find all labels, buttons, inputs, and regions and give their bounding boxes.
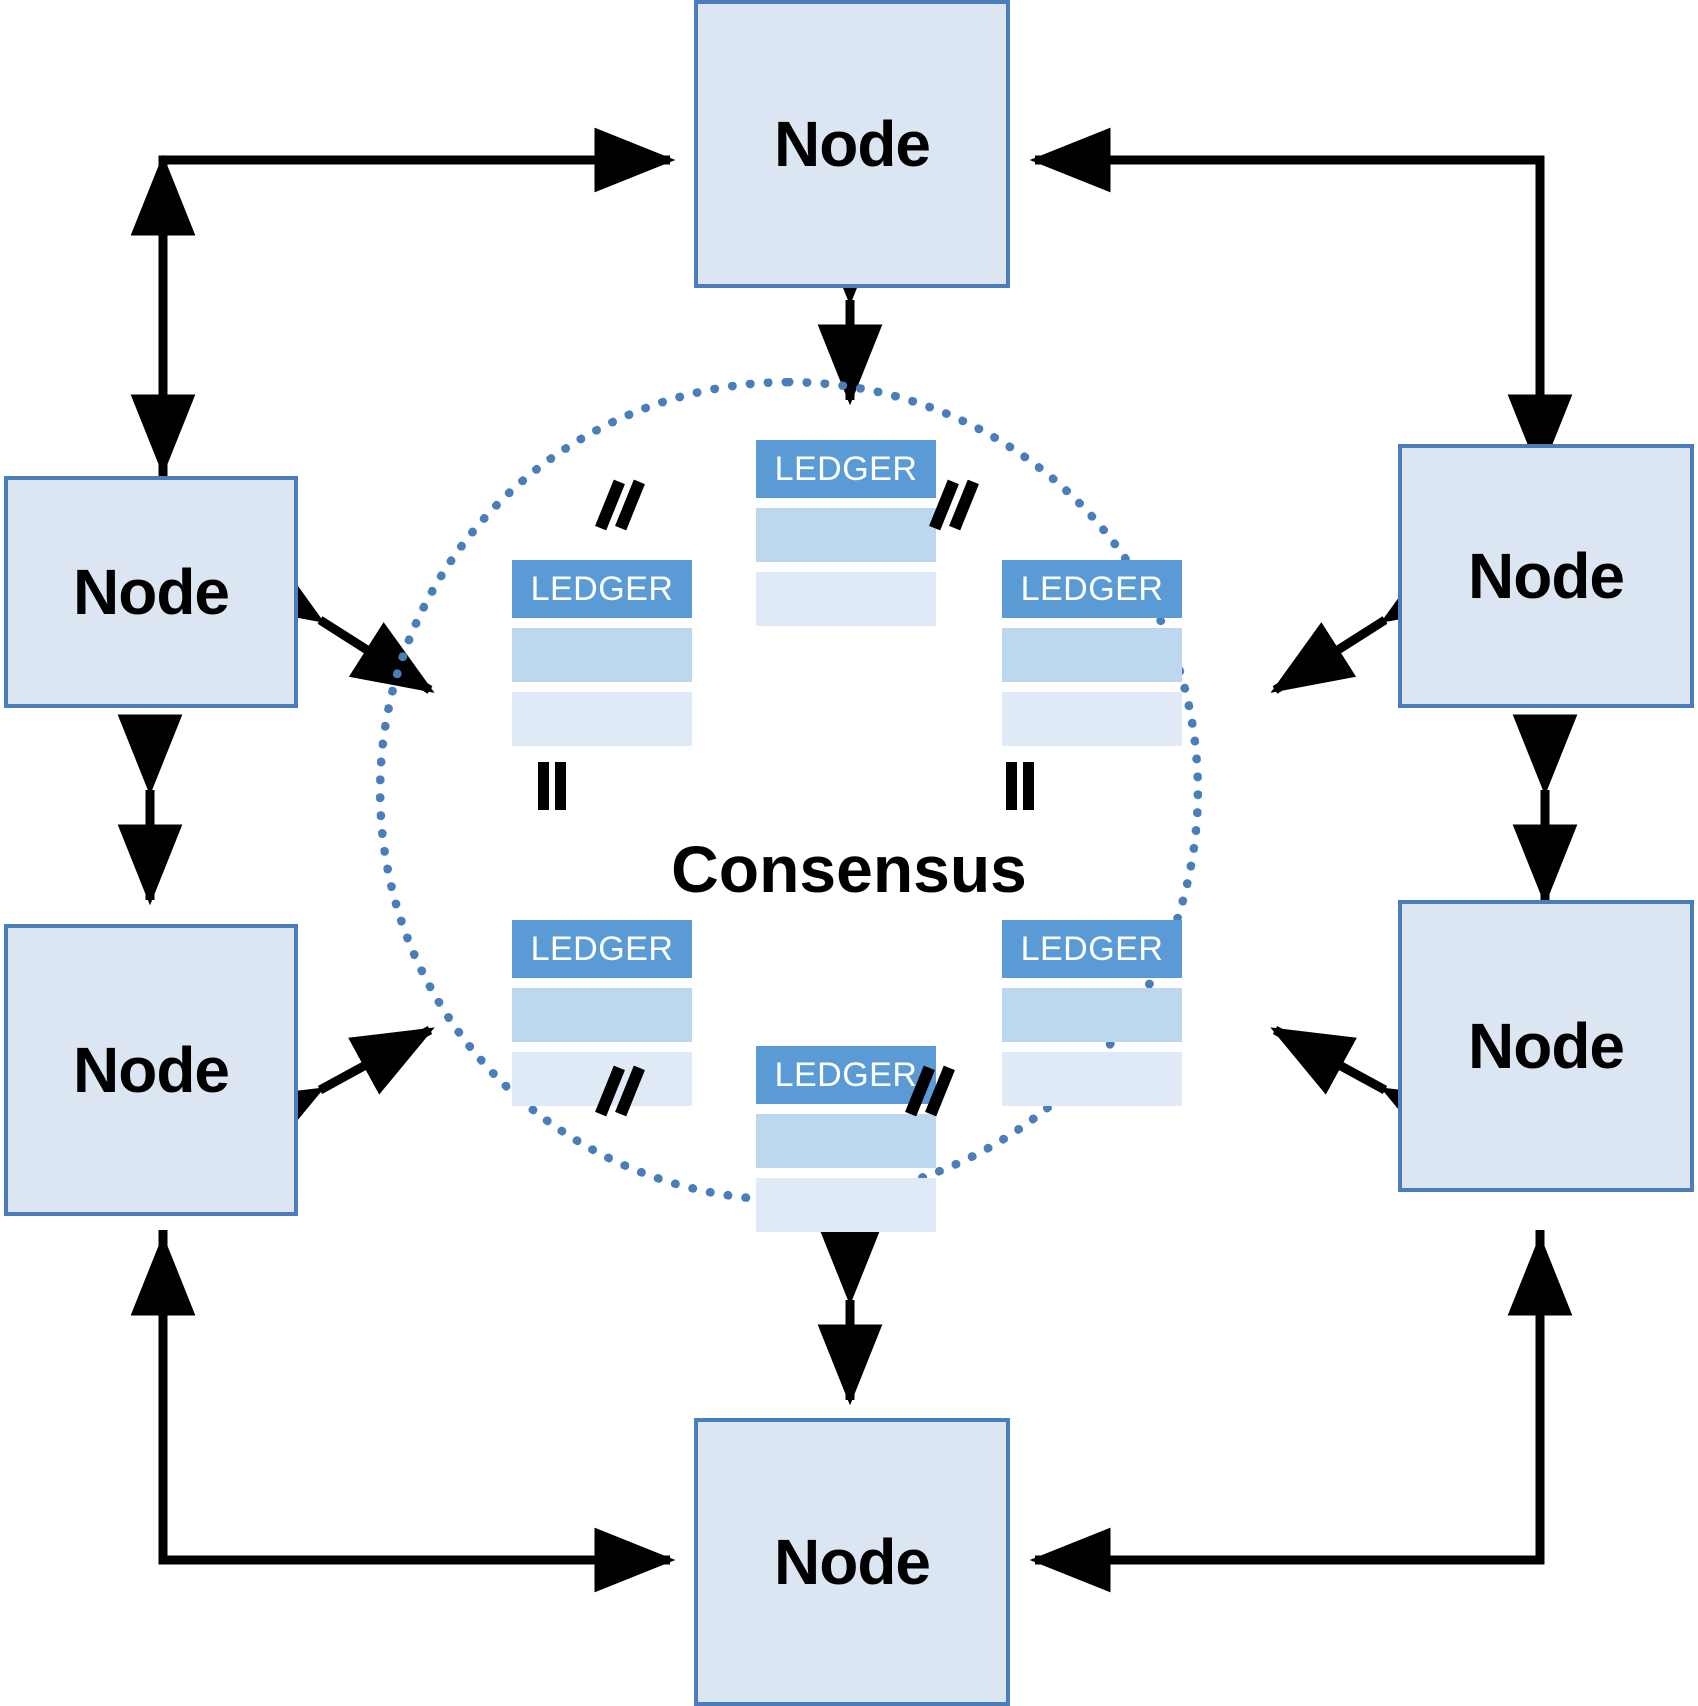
ledger-upper-right-bar-1	[1002, 628, 1182, 682]
equals-mid-right-icon	[1004, 762, 1036, 810]
ledger-lower-right: LEDGER	[1002, 920, 1182, 1106]
ledger-top-bar-2	[756, 572, 936, 626]
node-top-label: Node	[774, 108, 931, 180]
node-left-upper[interactable]: Node	[4, 476, 298, 708]
node-right-upper[interactable]: Node	[1398, 444, 1694, 708]
equals-mid-left-icon	[536, 762, 568, 810]
ledger-bottom-header: LEDGER	[756, 1046, 936, 1104]
equals-upper-left-icon	[595, 479, 645, 531]
node-right-lower[interactable]: Node	[1398, 900, 1694, 1192]
ledger-bottom-bar-1	[756, 1114, 936, 1168]
ledger-upper-right-header: LEDGER	[1002, 560, 1182, 618]
node-left-lower[interactable]: Node	[4, 924, 298, 1216]
node-top[interactable]: Node	[694, 0, 1010, 288]
equals-upper-right-icon	[929, 479, 979, 531]
ledger-top: LEDGER	[756, 440, 936, 626]
ledger-upper-left-bar-2	[512, 692, 692, 746]
node-left-lower-label: Node	[73, 1034, 230, 1106]
ledger-upper-left: LEDGER	[512, 560, 692, 746]
ledger-lower-left-header: LEDGER	[512, 920, 692, 978]
node-right-upper-label: Node	[1468, 540, 1625, 612]
node-left-upper-label: Node	[73, 556, 230, 628]
equals-lower-left-icon	[595, 1065, 645, 1117]
ledger-upper-left-header: LEDGER	[512, 560, 692, 618]
ledger-lower-left: LEDGER	[512, 920, 692, 1106]
node-bottom-label: Node	[774, 1526, 931, 1598]
node-bottom[interactable]: Node	[694, 1418, 1010, 1706]
ledger-lower-left-bar-1	[512, 988, 692, 1042]
ledger-upper-right-bar-2	[1002, 692, 1182, 746]
equals-lower-right-icon	[905, 1065, 955, 1117]
ledger-bottom: LEDGER	[756, 1046, 936, 1232]
ledger-lower-right-header: LEDGER	[1002, 920, 1182, 978]
ledger-top-bar-1	[756, 508, 936, 562]
ledger-lower-right-bar-2	[1002, 1052, 1182, 1106]
ledger-bottom-bar-2	[756, 1178, 936, 1232]
node-right-lower-label: Node	[1468, 1010, 1625, 1082]
ledger-lower-right-bar-1	[1002, 988, 1182, 1042]
consensus-label: Consensus	[671, 832, 1027, 906]
ledger-upper-left-bar-1	[512, 628, 692, 682]
ledger-top-header: LEDGER	[756, 440, 936, 498]
ledger-upper-right: LEDGER	[1002, 560, 1182, 746]
